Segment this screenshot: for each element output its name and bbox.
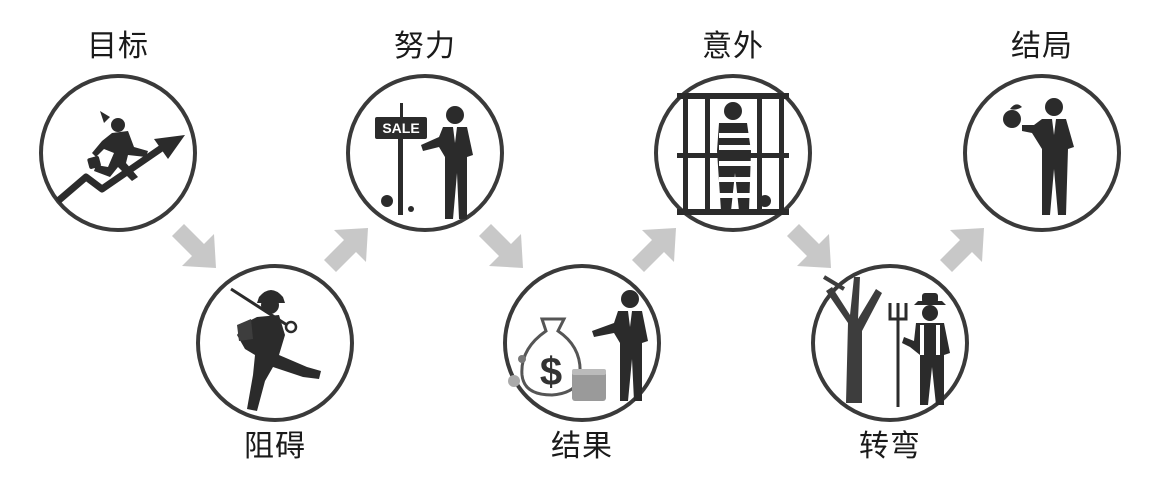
flow-arrow-up-1	[322, 224, 372, 274]
arrow-down-right-icon	[479, 224, 523, 268]
step-node-result: $	[502, 263, 662, 423]
step-label-result: 结果	[551, 429, 613, 464]
step-node-obstacle	[195, 263, 355, 423]
businessman-with-sale-sign-icon: SALE	[346, 74, 504, 232]
step-node-ending	[962, 73, 1122, 233]
arrow-up-right-icon	[940, 228, 984, 272]
hiker-kicking-icon	[196, 264, 354, 422]
step-label-accident: 意外	[702, 29, 764, 64]
flow-arrow-up-3	[938, 224, 988, 274]
arrow-down-right-icon	[787, 224, 831, 268]
step-node-accident	[653, 73, 813, 233]
farmer-with-pitchfork-under-tree-icon	[811, 264, 969, 422]
prisoner-behind-bars-icon	[654, 74, 812, 232]
arrow-up-right-icon	[324, 228, 368, 272]
businessman-holding-apple-icon	[963, 74, 1121, 232]
businessman-with-money-bag-icon: $	[503, 264, 661, 422]
sale-sign-text: SALE	[382, 120, 419, 136]
businessman-running-up-arrow-icon	[39, 74, 197, 232]
money-symbol: $	[540, 350, 562, 394]
step-label-turn: 转弯	[859, 429, 921, 464]
step-node-goal	[38, 73, 198, 233]
step-node-effort: SALE	[345, 73, 505, 233]
flow-arrow-down-1	[170, 222, 220, 272]
step-label-obstacle: 阻碍	[244, 429, 306, 464]
arrow-down-right-icon	[172, 224, 216, 268]
step-label-goal: 目标	[87, 29, 149, 64]
step-label-effort: 努力	[394, 29, 456, 64]
arrow-up-right-icon	[632, 228, 676, 272]
flow-arrow-down-3	[785, 222, 835, 272]
step-node-turn	[810, 263, 970, 423]
step-label-ending: 结局	[1011, 29, 1073, 64]
flow-arrow-down-2	[477, 222, 527, 272]
flow-arrow-up-2	[630, 224, 680, 274]
